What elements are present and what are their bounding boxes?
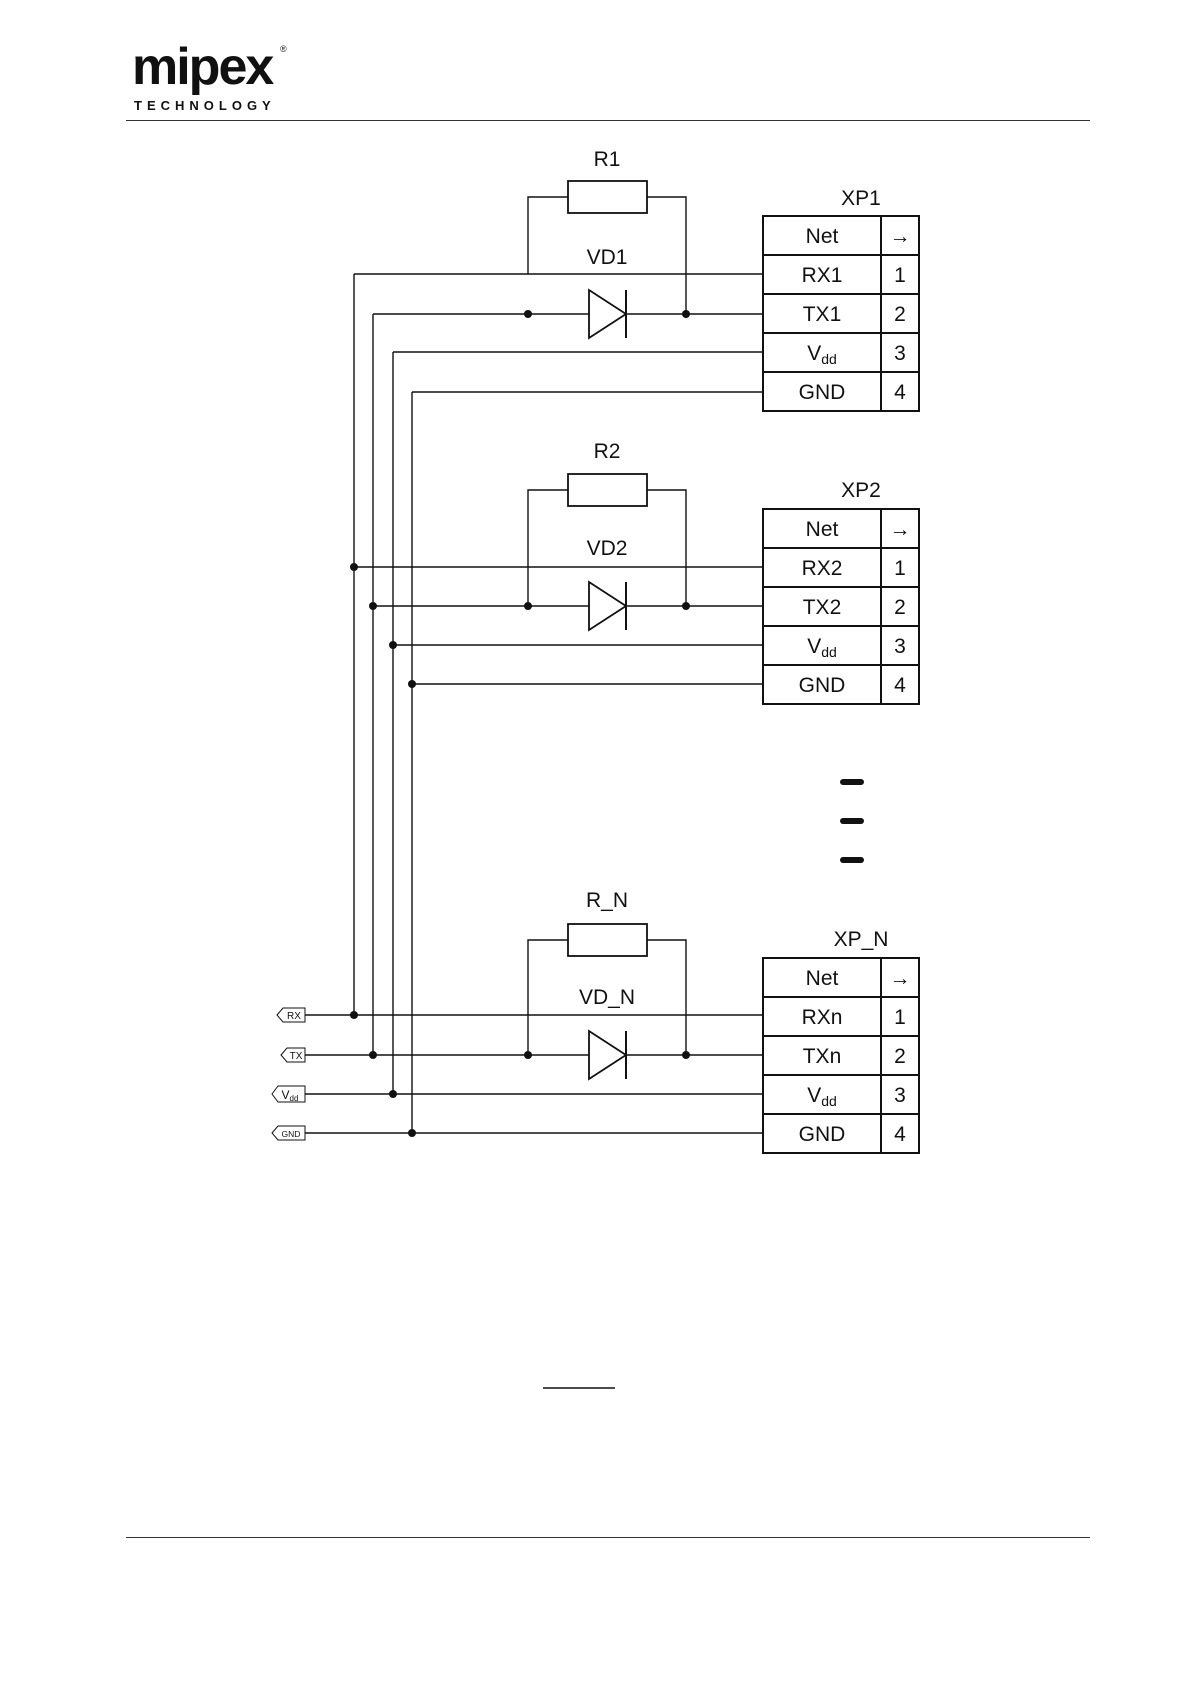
bypass-wire <box>528 197 568 274</box>
net-cell: RX2 <box>802 557 843 580</box>
pin-cell: 1 <box>894 557 906 580</box>
diode-symbol <box>589 582 626 630</box>
net-cell: GND <box>799 1123 846 1146</box>
pin-cell: 2 <box>894 596 906 619</box>
pin-cell: 3 <box>894 1084 906 1107</box>
net-cell: GND <box>799 381 846 404</box>
pin-cell: 3 <box>894 342 906 365</box>
net-cell: TXn <box>803 1045 842 1068</box>
net-cell: RX1 <box>802 264 843 287</box>
pin-cell: 4 <box>894 1123 906 1146</box>
pin-cell: 2 <box>894 303 906 326</box>
pin-cell: 1 <box>894 1006 906 1029</box>
port-flag-rx: RX <box>277 1008 305 1022</box>
junction-dot <box>524 1051 532 1059</box>
svg-text:GND: GND <box>282 1129 301 1139</box>
net-cell: GND <box>799 674 846 697</box>
net-cell: Vdd <box>807 1084 837 1109</box>
pin-cell: 2 <box>894 1045 906 1068</box>
connector-table: Net → RX2 1 TX2 2 Vdd 3 GND 4 <box>763 509 919 704</box>
header-pin-arrow: → <box>890 518 911 541</box>
header-net: Net <box>806 967 839 990</box>
connector-label: XP_N <box>834 928 889 951</box>
resistor-label: R1 <box>594 148 621 171</box>
net-cell: Vdd <box>807 635 837 660</box>
bypass-wire <box>647 490 686 606</box>
net-cell: TX1 <box>803 303 842 326</box>
net-cell: TX2 <box>803 596 842 619</box>
net-cell: Vdd <box>807 342 837 367</box>
module-n: R_N VD_N XP_N Net → RXn 1 TXn 2 Vdd 3 <box>305 889 919 1153</box>
connector-table: Net → RXn 1 TXn 2 Vdd 3 GND 4 <box>763 958 919 1153</box>
junction-dot <box>682 1051 690 1059</box>
port-flag-tx: TX <box>281 1048 305 1062</box>
header-pin-arrow: → <box>890 967 911 990</box>
svg-text:TX: TX <box>290 1051 303 1062</box>
header-pin-arrow: → <box>890 225 911 248</box>
connector-label: XP2 <box>841 479 881 502</box>
resistor-symbol <box>568 474 647 506</box>
bypass-wire <box>528 940 568 1055</box>
junction-dot <box>682 602 690 610</box>
bypass-wire <box>528 490 568 606</box>
junction-dot <box>682 310 690 318</box>
header-net: Net <box>806 518 839 541</box>
module-2: R2 VD2 XP2 Net → RX2 1 TX2 2 Vdd 3 G <box>354 440 919 704</box>
pin-cell: 4 <box>894 674 906 697</box>
diode-label: VD_N <box>579 986 635 1009</box>
connector-table: Net → RX1 1 TX1 2 Vdd 3 GND 4 <box>763 216 919 411</box>
port-flag-gnd: GND <box>272 1126 305 1140</box>
resistor-label: R_N <box>586 889 628 912</box>
resistor-symbol <box>568 181 647 213</box>
diode-symbol <box>589 290 626 338</box>
port-flag-vdd: Vdd <box>272 1086 305 1103</box>
bypass-wire <box>647 940 686 1055</box>
resistor-symbol <box>568 924 647 956</box>
junction-dot <box>524 310 532 318</box>
pin-cell: 4 <box>894 381 906 404</box>
junction-dot <box>524 602 532 610</box>
pin-cell: 3 <box>894 635 906 658</box>
diode-symbol <box>589 1031 626 1079</box>
diode-label: VD2 <box>587 537 628 560</box>
module-1: R1 VD1 XP1 Net → RX1 1 TX1 2 Vdd 3 G <box>354 148 919 411</box>
net-cell: RXn <box>802 1006 843 1029</box>
connector-label: XP1 <box>841 187 881 210</box>
bypass-wire <box>647 197 686 314</box>
header-net: Net <box>806 225 839 248</box>
pin-cell: 1 <box>894 264 906 287</box>
resistor-label: R2 <box>594 440 621 463</box>
svg-text:RX: RX <box>287 1011 301 1022</box>
diode-label: VD1 <box>587 246 628 269</box>
